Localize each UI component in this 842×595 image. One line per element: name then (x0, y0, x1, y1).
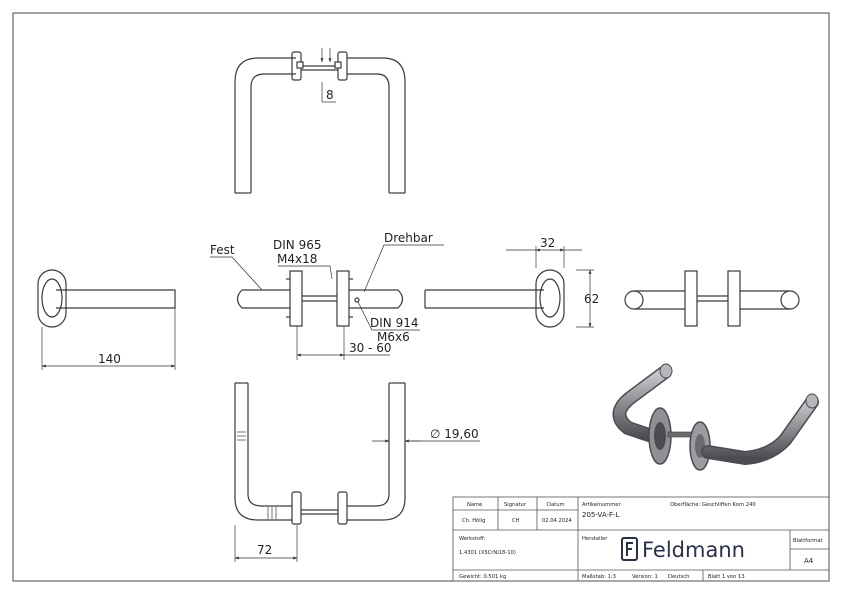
product-3d-render (612, 363, 819, 471)
dim-spacing: 8 (326, 88, 334, 102)
tb-language: Deutsch (668, 574, 689, 580)
label-din965-line1: DIN 965 (273, 238, 321, 252)
leader-drehbar (363, 244, 444, 293)
tb-material-label: Werkstoff: (459, 536, 486, 542)
tb-date-value: 02.04.2024 (542, 518, 572, 524)
label-din914-line1: DIN 914 (370, 316, 418, 330)
leader-din914 (357, 301, 420, 331)
right-side-view (424, 246, 594, 328)
tb-scale: Maßstab: 1:3 (582, 574, 616, 580)
tb-sheet-format-value: A4 (804, 557, 814, 565)
tb-version: Version: 1 (632, 574, 658, 580)
bottom-view (234, 382, 420, 562)
tb-brand-name: Feldmann (642, 538, 745, 562)
left-side-view (37, 269, 176, 370)
tb-article-number: 205-VA-F-L (582, 511, 620, 519)
tb-date-header: Datum (547, 502, 565, 508)
top-view (234, 51, 406, 194)
label-drehbar: Drehbar (384, 231, 433, 245)
label-din914-line2: M6x6 (377, 330, 410, 344)
tb-sheet-format-label: Blattformat (793, 538, 823, 544)
tb-name-header: Name (467, 502, 482, 508)
tb-manufacturer-label: Hersteller (582, 536, 608, 542)
feldmann-logo-icon (621, 537, 638, 561)
dim-72: 72 (257, 543, 272, 557)
tb-signature-value: CH (512, 518, 520, 524)
tb-material-value: 1.4301 (X5CrNi18-10) (459, 550, 516, 556)
tb-name-value: Ch. Hölig (462, 518, 485, 524)
tb-weight: Gewicht: 0.501 kg (459, 574, 506, 580)
dim-140: 140 (98, 352, 121, 366)
dim-diameter: ∅ 19,60 (430, 427, 479, 441)
tb-article-label: Artikelnummer (582, 502, 621, 508)
dim-32: 32 (540, 236, 555, 250)
tb-signature-header: Signatur (504, 502, 527, 508)
dim-30-60: 30 - 60 (349, 341, 392, 355)
label-din965-line2: M4x18 (277, 252, 317, 266)
back-view (624, 270, 800, 327)
title-block: Name Signatur Datum Ch. Hölig CH 02.04.2… (452, 496, 830, 582)
tb-surface: Oberfläche: Geschliffen Korn 240 (670, 502, 756, 508)
leader-fest (210, 256, 263, 291)
dim-62: 62 (584, 292, 599, 306)
label-fest: Fest (210, 243, 235, 257)
leader-din965 (278, 265, 333, 280)
tb-sheet-index: Blatt 1 von 13 (708, 574, 745, 580)
sheet-border (12, 12, 830, 582)
